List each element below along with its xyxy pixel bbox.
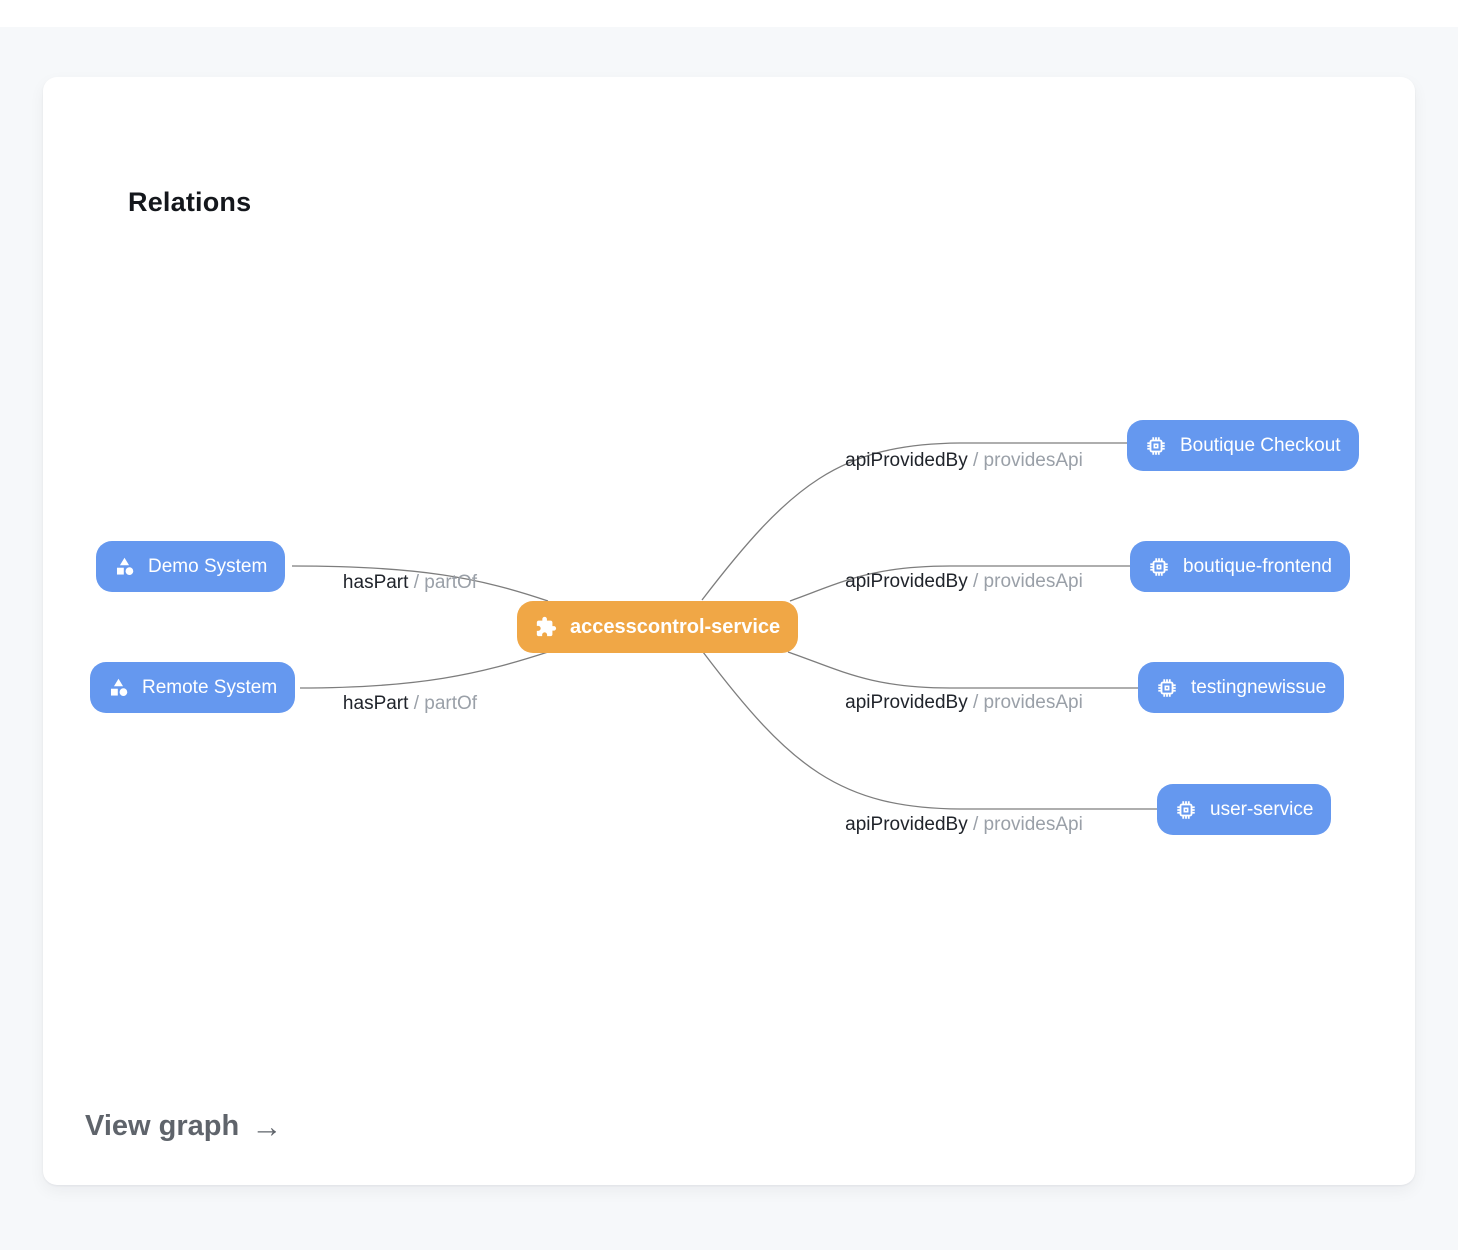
node-demo-system[interactable]: Demo System: [96, 541, 286, 592]
node-boutique-checkout[interactable]: Boutique Checkout: [1127, 420, 1359, 471]
node-label: testingnewissue: [1191, 676, 1327, 698]
node-label: user-service: [1210, 798, 1314, 820]
node-label: Remote System: [142, 676, 278, 698]
node-boutique-frontend[interactable]: boutique-frontend: [1130, 541, 1350, 592]
view-graph-label: View graph: [85, 1110, 240, 1142]
view-graph-link[interactable]: View graph →: [85, 1110, 282, 1143]
api-chip-icon: [1175, 799, 1197, 821]
relation-name: apiProvidedBy: [845, 692, 968, 713]
relation-inverse: providesApi: [983, 814, 1083, 835]
arrow-right-icon: →: [251, 1109, 283, 1144]
node-label: accesscontrol-service: [570, 615, 781, 638]
api-chip-icon: [1148, 556, 1170, 578]
node-remote-system[interactable]: Remote System: [90, 662, 296, 713]
api-chip-icon: [1145, 435, 1167, 457]
node-label: Demo System: [148, 555, 268, 577]
edge-label-apiprovidedby-1: apiProvidedBy / providesApi: [845, 450, 1083, 472]
relation-inverse: providesApi: [983, 571, 1083, 592]
relation-separator: /: [972, 571, 979, 592]
edge-label-haspart-1: hasPart / partOf: [343, 572, 477, 594]
relation-name: apiProvidedBy: [845, 571, 968, 592]
relation-separator: /: [413, 693, 419, 714]
relation-inverse: providesApi: [983, 450, 1083, 471]
relation-separator: /: [413, 572, 419, 593]
relation-inverse: partOf: [424, 693, 478, 714]
relation-separator: /: [972, 692, 979, 713]
relation-name: apiProvidedBy: [845, 814, 968, 835]
system-shapes-icon: [108, 677, 129, 698]
relation-separator: /: [972, 450, 979, 471]
relation-name: apiProvidedBy: [845, 450, 968, 471]
puzzle-icon: [535, 616, 557, 638]
edge-label-apiprovidedby-2: apiProvidedBy / providesApi: [845, 571, 1083, 593]
edge-label-haspart-2: hasPart / partOf: [343, 693, 477, 715]
system-shapes-icon: [114, 556, 135, 577]
node-label: Boutique Checkout: [1180, 434, 1341, 456]
node-user-service[interactable]: user-service: [1157, 784, 1332, 835]
relation-name: hasPart: [342, 693, 409, 714]
node-label: boutique-frontend: [1183, 555, 1332, 577]
node-testingnewissue[interactable]: testingnewissue: [1138, 662, 1345, 713]
edge-label-apiprovidedby-3: apiProvidedBy / providesApi: [845, 692, 1083, 714]
node-accesscontrol-service[interactable]: accesscontrol-service: [517, 601, 799, 653]
api-chip-icon: [1156, 677, 1178, 699]
relation-separator: /: [972, 814, 979, 835]
relation-inverse: providesApi: [983, 692, 1083, 713]
edge-label-apiprovidedby-4: apiProvidedBy / providesApi: [845, 814, 1083, 836]
relation-inverse: partOf: [424, 572, 478, 593]
relation-name: hasPart: [342, 572, 409, 593]
card-title: Relations: [128, 187, 252, 217]
